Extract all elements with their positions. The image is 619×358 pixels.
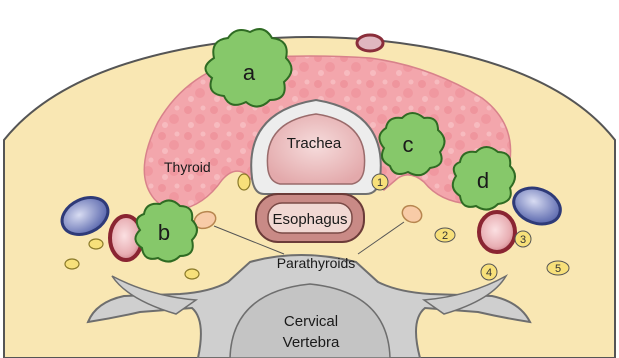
vertebra-label-line1: Cervical <box>284 313 338 330</box>
mass-b-label: b <box>158 220 170 245</box>
site-marker: 3 <box>515 231 531 247</box>
site-marker: 1 <box>372 174 388 190</box>
site-label: 1 <box>377 177 383 189</box>
esophagus-label: Esophagus <box>272 211 347 228</box>
mass-c-label: c <box>403 132 414 157</box>
vertebra-label-line2: Vertebra <box>283 334 340 351</box>
site-label: 5 <box>555 263 561 275</box>
site-marker: 4 <box>481 264 497 280</box>
mass-b: b <box>135 200 197 261</box>
site-marker: 2 <box>435 228 455 242</box>
mass-a: a <box>205 29 291 106</box>
right-carotid-artery <box>479 212 515 252</box>
mass-d-label: d <box>477 168 489 193</box>
mass-d: d <box>453 147 515 210</box>
parathyroids-label: Parathyroids <box>277 255 356 271</box>
mass-a-label: a <box>243 60 256 85</box>
site-marker: 5 <box>547 261 569 275</box>
site-label: 3 <box>520 234 526 246</box>
trachea-label: Trachea <box>287 135 342 152</box>
mass-c: c <box>379 113 444 175</box>
site-label: 2 <box>442 230 448 242</box>
thyroid-label: Thyroid <box>164 159 211 175</box>
site-label: 4 <box>486 267 492 279</box>
small-vessel <box>357 35 383 51</box>
